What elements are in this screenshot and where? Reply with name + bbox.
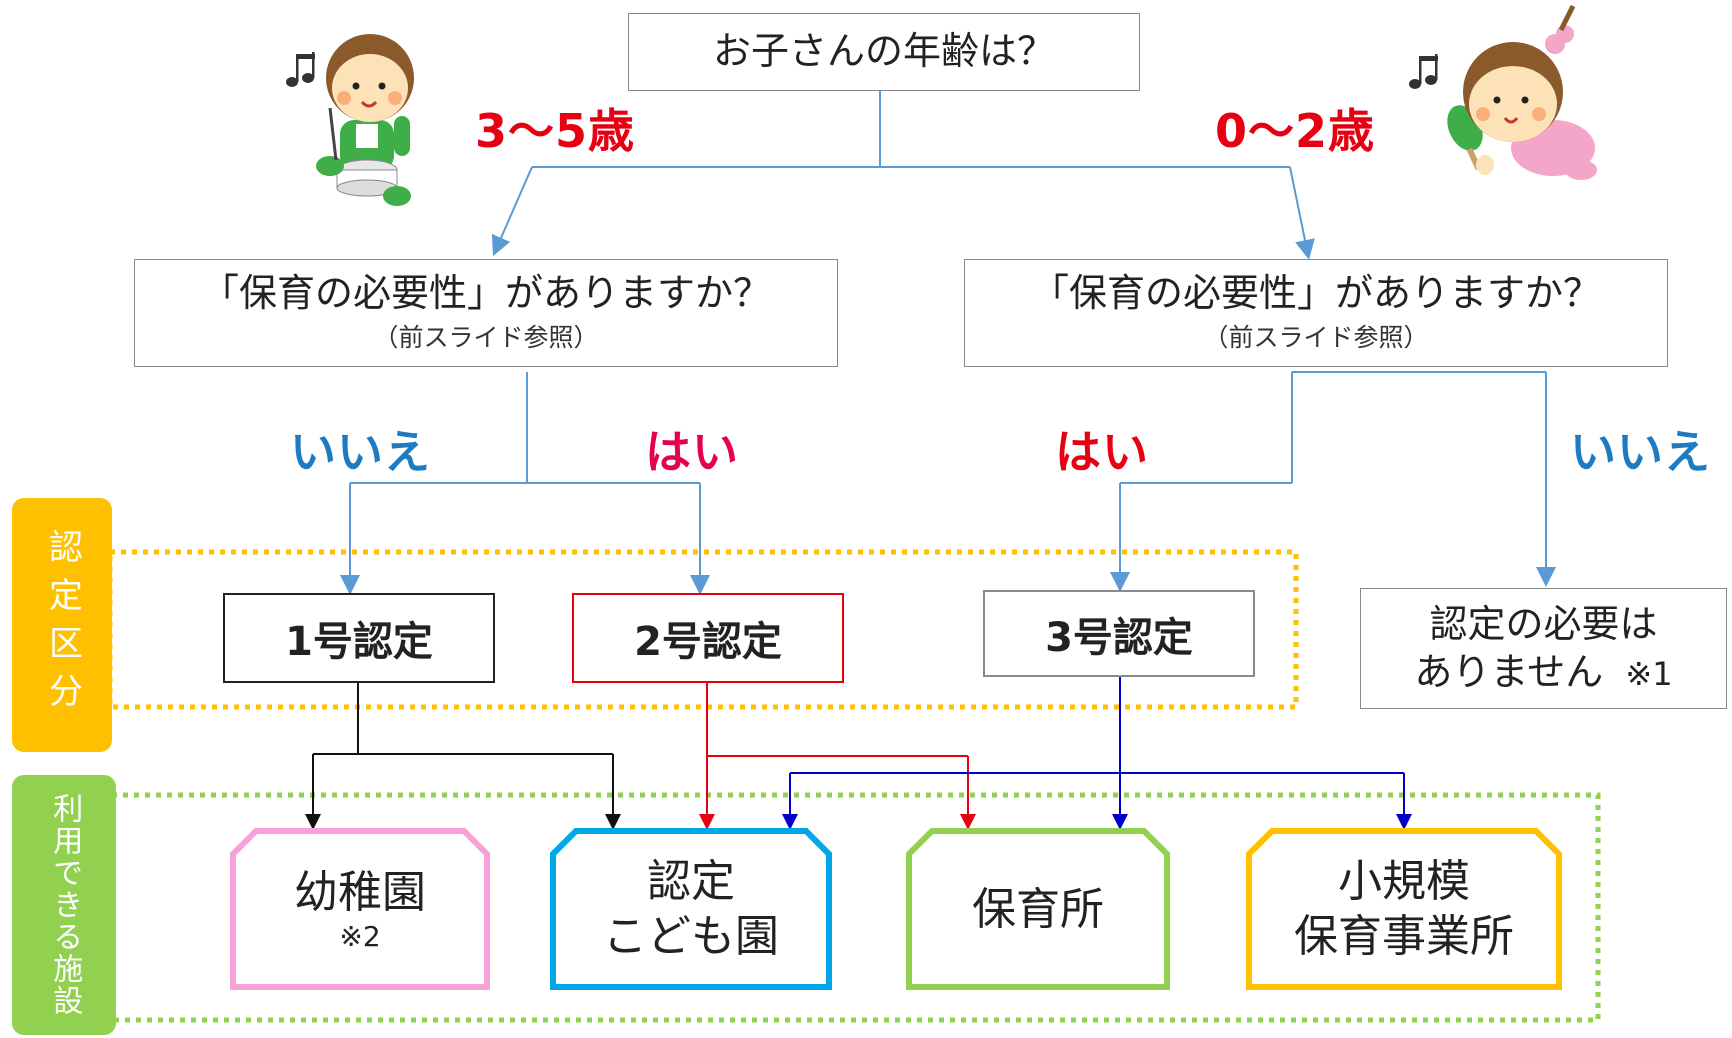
facility-kodomoen-line1: 認定 xyxy=(647,856,735,907)
left-need-question-note: （前スライド参照） xyxy=(373,322,599,352)
age-question-box: お子さんの年齢は？ xyxy=(628,13,1140,91)
cert-3-box: 3号認定 xyxy=(983,590,1255,677)
cert-2-box: 2号認定 xyxy=(572,593,844,683)
facility-small-nursery: 小規模 保育事業所 xyxy=(1246,828,1562,990)
cert-3-text: 3号認定 xyxy=(1045,614,1193,661)
baby-rattle-icon xyxy=(1409,4,1597,180)
facility-kodomoen-line2: こども園 xyxy=(603,911,779,962)
facilities-side-text: 利用できる施設 xyxy=(47,793,83,1017)
no-cert-note: ※1 xyxy=(1625,654,1673,693)
answer-right-no: いいえ xyxy=(1570,425,1711,479)
facility-nursery-frame xyxy=(906,828,1170,990)
no-cert-line1: 認定の必要は xyxy=(1429,602,1658,646)
right-need-question-box: 「保育の必要性」がありますか？ （前スライド参照） xyxy=(964,259,1668,367)
right-need-question-text: 「保育の必要性」がありますか？ xyxy=(1030,271,1601,316)
cert-1-box: 1号認定 xyxy=(223,593,495,683)
cert-1-text: 1号認定 xyxy=(285,619,433,665)
no-cert-line2-row: ありません ※1 xyxy=(1414,649,1672,697)
left-answer-lines xyxy=(340,372,710,595)
facility-kindergarten-note: ※2 xyxy=(339,920,381,953)
facility-small-nursery-line1: 小規模 xyxy=(1338,856,1470,907)
answer-left-no: いいえ xyxy=(290,425,431,479)
right-need-question-note: （前スライド参照） xyxy=(1203,322,1429,352)
left-need-question-text: 「保育の必要性」がありますか？ xyxy=(200,271,771,316)
no-cert-line2: ありません xyxy=(1414,649,1604,694)
certification-side-label: 認定区分 xyxy=(12,498,112,752)
right-answer-lines xyxy=(1110,371,1556,592)
cert1-lines xyxy=(305,683,621,830)
age-label-older: 3～5歳 xyxy=(475,104,636,158)
facility-small-nursery-frame xyxy=(1246,828,1562,990)
music-note-icon xyxy=(1409,54,1438,89)
facility-kodomoen-frame xyxy=(550,828,832,990)
cert-2-text: 2号認定 xyxy=(634,619,782,665)
left-need-question-box: 「保育の必要性」がありますか？ （前スライド参照） xyxy=(134,259,838,367)
age-label-younger: 0～2歳 xyxy=(1215,104,1376,158)
facility-kindergarten-frame xyxy=(230,828,490,990)
cert2-lines xyxy=(699,683,976,830)
facility-nursery-name: 保育所 xyxy=(972,883,1104,935)
age-split-lines xyxy=(491,90,1315,260)
answer-right-yes: はい xyxy=(1055,425,1149,479)
no-cert-needed-box: 認定の必要は ありません ※1 xyxy=(1360,588,1727,709)
answer-left-yes: はい xyxy=(645,425,739,479)
facility-kindergarten: 幼稚園 ※2 xyxy=(230,828,490,990)
music-note-icon xyxy=(286,52,315,87)
facility-kodomoen: 認定 こども園 xyxy=(550,828,832,990)
facility-frame xyxy=(109,792,1601,1023)
facility-nursery: 保育所 xyxy=(906,828,1170,990)
age-question-text: お子さんの年齢は？ xyxy=(712,29,1055,74)
certification-side-text: 認定区分 xyxy=(42,529,83,721)
facility-small-nursery-line2: 保育事業所 xyxy=(1294,911,1514,962)
cert3-lines xyxy=(782,677,1412,830)
boy-drummer-icon xyxy=(286,34,414,206)
facilities-side-label: 利用できる施設 xyxy=(12,775,116,1035)
facility-kindergarten-name: 幼稚園 xyxy=(294,867,426,918)
